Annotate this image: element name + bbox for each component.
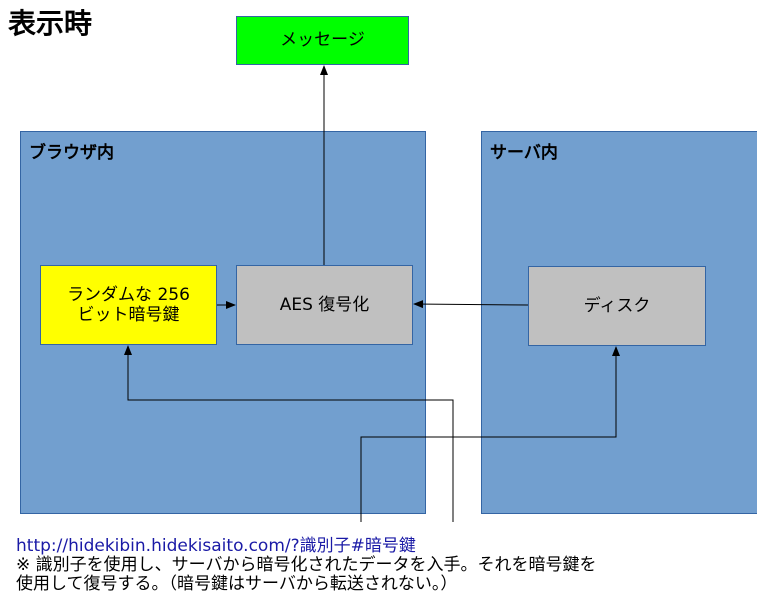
disk-label: ディスク: [583, 295, 651, 316]
caption-line-2: 使用して復号する。（暗号鍵はサーバから転送されない。）: [16, 574, 458, 594]
browser-panel-label: ブラウザ内: [29, 143, 114, 163]
aes-decrypt-box: AES 復号化: [236, 265, 413, 345]
arrow-url-to-disk: [360, 346, 620, 522]
random-key-label-line2: ビット暗号鍵: [77, 305, 180, 325]
server-panel-label: サーバ内: [490, 143, 558, 163]
disk-box: ディスク: [528, 266, 706, 346]
message-label: メッセージ: [280, 30, 365, 51]
url-link[interactable]: http://hidekibin.hidekisaito.com/?識別子#暗号…: [16, 536, 416, 556]
message-box: メッセージ: [236, 16, 409, 65]
caption-line-1: ※ 識別子を使用し、サーバから暗号化されたデータを入手。それを暗号鍵を: [16, 555, 597, 575]
aes-decrypt-label: AES 復号化: [279, 294, 370, 315]
random-key-box: ランダムな 256 ビット暗号鍵: [40, 265, 217, 345]
random-key-label-line1: ランダムな 256: [67, 284, 190, 305]
arrow-disk-to-aes: [413, 300, 529, 309]
arrow-url-to-key: [124, 345, 454, 522]
page-title: 表示時: [8, 7, 93, 40]
